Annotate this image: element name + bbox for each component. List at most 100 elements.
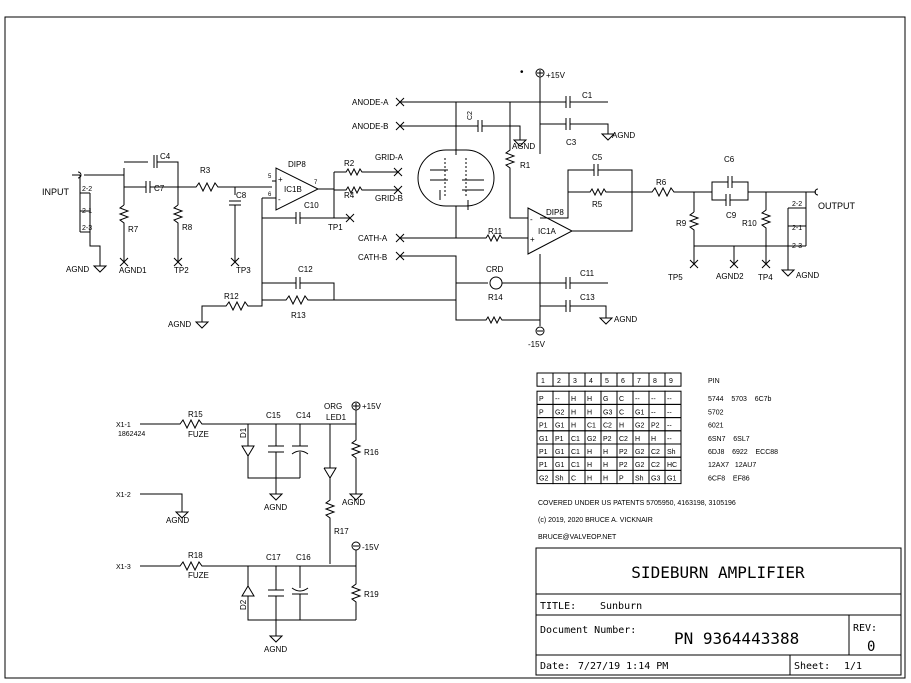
agnd-p1-label: AGND <box>264 503 287 512</box>
pin-cell: -- <box>667 396 672 403</box>
pin-cell: P2 <box>603 436 612 443</box>
x1-1-label: X1-1 <box>116 422 131 429</box>
pin-cell: -- <box>651 396 656 403</box>
anode-b-label: ANODE-B <box>352 122 388 131</box>
date-value: 7/27/19 1:14 PM <box>578 661 668 672</box>
patents-note: COVERED UNDER US PATENTS 5705950, 416319… <box>538 500 736 507</box>
pin-cell: C1 <box>571 449 580 456</box>
c1-label: C1 <box>582 91 593 100</box>
pin-cell: H <box>571 423 576 430</box>
c7-label: C7 <box>154 184 165 193</box>
d1-label: D1 <box>239 427 248 438</box>
cath-b-label: CATH-B <box>358 253 387 262</box>
pin-header-2: 2 <box>557 378 561 385</box>
dip8-a-label: DIP8 <box>546 208 564 217</box>
r10-label: R10 <box>742 219 757 228</box>
tube-types: 5744 5703 6C7b <box>708 396 772 403</box>
grid-a-label: GRID-A <box>375 153 404 162</box>
agnd1-label: AGND1 <box>119 266 147 275</box>
c5-label: C5 <box>592 153 603 162</box>
pin-cell: P1 <box>555 436 564 443</box>
crd-label: CRD <box>486 265 504 274</box>
r17-label: R17 <box>334 527 349 536</box>
x1-3-label: X1-3 <box>116 564 131 571</box>
pin-cell: H <box>587 409 592 416</box>
pin-cell: H <box>619 423 624 430</box>
neg-supply-label: -15V <box>528 340 546 349</box>
tp1-label: TP1 <box>328 223 343 232</box>
r6-label: R6 <box>656 178 667 187</box>
pin-cell: H <box>603 475 608 482</box>
pin-cell: C <box>571 475 576 482</box>
pin-cell: G <box>603 396 608 403</box>
pin-cell: G2 <box>539 475 548 482</box>
doc-number-value: PN 9364443388 <box>674 629 799 648</box>
out-pin-2-1: 2-1 <box>792 225 802 232</box>
tube-section: ANODE-A ANODE-B C2 AGND CATH-A CATH-B R1… <box>352 67 637 349</box>
pin-cell: C1 <box>587 423 596 430</box>
pin-cell: H <box>635 436 640 443</box>
pin-cell: P1 <box>539 462 548 469</box>
r9-label: R9 <box>676 219 687 228</box>
r19-label: R19 <box>364 590 379 599</box>
tube-types: 6SN7 6SL7 <box>708 436 750 443</box>
fuze2-label: FUZE <box>188 571 209 580</box>
pin-cell: G3 <box>651 475 660 482</box>
pos-supply-label: +15V <box>546 71 566 80</box>
pin-cell: G1 <box>555 462 564 469</box>
c16-label: C16 <box>296 553 311 562</box>
title-label: TITLE: <box>540 601 576 612</box>
pin-header-7: 7 <box>637 378 641 385</box>
pin-cell: C2 <box>651 462 660 469</box>
agnd-p2-label: AGND <box>342 498 365 507</box>
drawing-name: SIDEBURN AMPLIFIER <box>631 563 805 582</box>
svg-text:+: + <box>530 235 535 244</box>
out-pin-2-3: 2-3 <box>792 243 802 250</box>
pin-cell: Sh <box>667 449 676 456</box>
pin-cell: H <box>587 396 592 403</box>
pin-cell: H <box>587 449 592 456</box>
sheet-border <box>4 16 906 679</box>
r13-label: R13 <box>291 311 306 320</box>
svg-text:+: + <box>278 175 283 184</box>
pin-header-10: PIN <box>708 378 720 385</box>
pin-cell: C1 <box>571 436 580 443</box>
c9-label: C9 <box>726 211 737 220</box>
tube-types: 6CF8 EF86 <box>708 475 750 482</box>
led1-label: LED1 <box>326 413 347 422</box>
d2-label: D2 <box>239 599 248 610</box>
svg-text:•: • <box>520 67 524 78</box>
svg-text:-: - <box>530 215 533 224</box>
pin-cell: H <box>587 462 592 469</box>
c12-label: C12 <box>298 265 313 274</box>
sheet-value: 1/1 <box>844 661 862 672</box>
pin-cell: H <box>587 475 592 482</box>
r2-label: R2 <box>344 159 355 168</box>
pin-cell: C2 <box>619 436 628 443</box>
pin-cell: P <box>619 475 624 482</box>
agnd-label-2: AGND <box>168 320 191 329</box>
tube-types: 5702 <box>708 409 724 416</box>
power-section: X1-1 1862424 R15 FUZE D1 C15 C14 AGND OR… <box>116 401 382 654</box>
agnd-tube-label: AGND <box>512 142 535 151</box>
in-pin-2-2: 2-2 <box>82 186 92 193</box>
pin-cell: H <box>603 449 608 456</box>
pin-header-3: 3 <box>573 378 577 385</box>
r3-label: R3 <box>200 166 211 175</box>
tp3-label: TP3 <box>236 266 251 275</box>
ic1b-label: IC1B <box>284 185 302 194</box>
pin-cell: C <box>619 409 624 416</box>
cath-a-label: CATH-A <box>358 234 388 243</box>
r18-label: R18 <box>188 551 203 560</box>
copyright-note: (c) 2019, 2020 BRUCE A. VICKNAIR <box>538 517 653 524</box>
c17-label: C17 <box>266 553 281 562</box>
pin-cell: P <box>539 409 544 416</box>
pin-cell: G2 <box>555 409 564 416</box>
pin-cell: G2 <box>635 423 644 430</box>
pin-cell: P1 <box>539 423 548 430</box>
pin-cell: P2 <box>651 423 660 430</box>
pin-cell: P <box>539 396 544 403</box>
pin-cell: H <box>571 409 576 416</box>
pos-supply-p-label: +15V <box>362 402 382 411</box>
